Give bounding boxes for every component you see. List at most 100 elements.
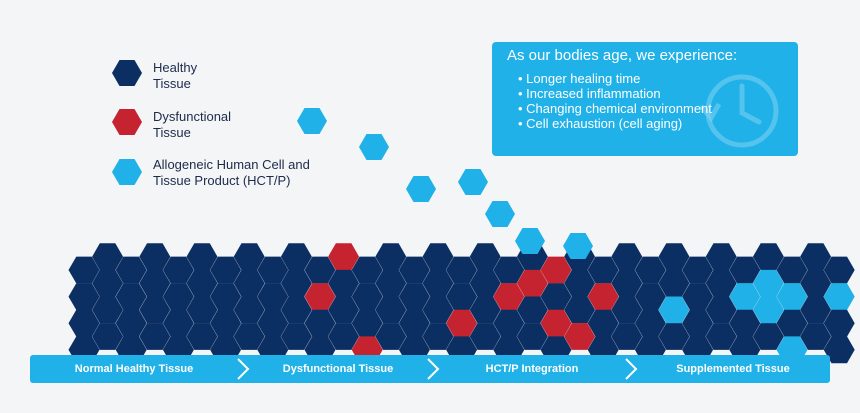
tissue-cell xyxy=(280,243,312,271)
tissue-cell xyxy=(634,256,666,284)
tissue-cell xyxy=(823,336,855,364)
tissue-cell xyxy=(280,323,312,350)
tissue-cell xyxy=(398,256,430,284)
tissue-cell xyxy=(162,309,194,337)
tissue-cell xyxy=(752,243,784,271)
tissue-cell xyxy=(800,269,832,297)
tissue-cell xyxy=(729,256,761,284)
tissue-cell xyxy=(422,243,454,271)
tissue-cell xyxy=(351,256,383,284)
tissue-cell xyxy=(68,283,100,310)
tissue-cell xyxy=(115,309,147,337)
legend-swatch-healthy xyxy=(112,60,142,86)
tissue-cell xyxy=(800,296,832,324)
tissue-cell xyxy=(776,283,808,310)
legend-swatch-dysfunctional xyxy=(112,109,142,135)
tissue-cell xyxy=(800,323,832,350)
tissue-cell xyxy=(634,309,666,337)
tissue-cell xyxy=(257,309,289,337)
callout-heading: As our bodies age, we experience: xyxy=(507,47,738,64)
tissue-cell xyxy=(304,283,336,310)
tissue-cell xyxy=(422,323,454,350)
floating-hctp-cell xyxy=(485,201,515,227)
tissue-cell xyxy=(611,296,643,324)
tissue-cell xyxy=(186,296,218,324)
tissue-cell xyxy=(776,256,808,284)
tissue-cell xyxy=(540,283,572,310)
tissue-cell xyxy=(115,256,147,284)
stage-label-supplemented: Supplemented Tissue xyxy=(676,363,790,375)
tissue-cell xyxy=(422,269,454,297)
tissue-cell xyxy=(398,283,430,310)
tissue-cell xyxy=(92,243,124,271)
tissue-cell xyxy=(540,309,572,337)
tissue-cell xyxy=(493,309,525,337)
tissue-cell xyxy=(139,323,171,350)
floating-hctp-cell xyxy=(563,233,593,259)
tissue-cell xyxy=(280,269,312,297)
stages-progress-bar: Normal Healthy Tissue Dysfunctional Tiss… xyxy=(30,355,830,383)
tissue-cell xyxy=(257,256,289,284)
tissue-cell xyxy=(398,309,430,337)
callout-list: Longer healing time Increased inflammati… xyxy=(518,71,712,131)
callout-item: Cell exhaustion (cell aging) xyxy=(518,116,712,131)
tissue-cell xyxy=(682,309,714,337)
tissue-cell xyxy=(328,243,360,271)
tissue-cell xyxy=(658,243,690,271)
legend-label-dysfunctional: Dysfunctional Tissue xyxy=(153,109,232,140)
tissue-cell xyxy=(729,309,761,337)
tissue-cell xyxy=(658,323,690,350)
tissue-cell xyxy=(233,323,265,350)
tissue-cell xyxy=(304,256,336,284)
tissue-cell xyxy=(587,283,619,310)
tissue-cell xyxy=(328,323,360,350)
tissue-cell xyxy=(139,296,171,324)
tissue-cell xyxy=(257,283,289,310)
tissue-cell xyxy=(493,256,525,284)
tissue-cell xyxy=(233,243,265,271)
tissue-cell xyxy=(68,309,100,337)
floating-hctp-cell xyxy=(515,228,545,254)
callout-item: Changing chemical environment xyxy=(518,101,712,116)
legend-label-healthy: Healthy Tissue xyxy=(153,60,198,91)
tissue-cell xyxy=(446,283,478,310)
tissue-cell xyxy=(92,269,124,297)
tissue-cell xyxy=(162,283,194,310)
floating-hctp-cells xyxy=(297,108,593,259)
tissue-cell xyxy=(446,309,478,337)
tissue-cell xyxy=(587,309,619,337)
tissue-cell xyxy=(752,296,784,324)
tissue-cell xyxy=(328,296,360,324)
tissue-cell xyxy=(611,269,643,297)
tissue-cell xyxy=(634,283,666,310)
tissue-cell xyxy=(705,296,737,324)
tissue-cell xyxy=(210,309,242,337)
floating-hctp-cell xyxy=(406,176,436,202)
tissue-cell xyxy=(800,243,832,271)
tissue-cell xyxy=(752,323,784,350)
tissue-cell xyxy=(351,283,383,310)
tissue-cell xyxy=(516,269,548,297)
tissue-cell xyxy=(658,269,690,297)
tissue-cell xyxy=(823,283,855,310)
tissue-cell xyxy=(587,256,619,284)
tissue-cell xyxy=(210,283,242,310)
stage-label-dysfunctional: Dysfunctional Tissue xyxy=(282,363,394,375)
tissue-cell xyxy=(705,243,737,271)
tissue-cell xyxy=(328,269,360,297)
tissue-cell xyxy=(516,323,548,350)
tissue-cell xyxy=(304,309,336,337)
tissue-cell xyxy=(92,323,124,350)
stage-label-integration: HCT/P Integration xyxy=(485,363,579,375)
tissue-cell xyxy=(516,296,548,324)
tissue-cell xyxy=(658,296,690,324)
tissue-cell xyxy=(139,243,171,271)
tissue-cell xyxy=(705,269,737,297)
tissue-cell xyxy=(729,283,761,310)
stages-bar-shape xyxy=(30,355,830,383)
tissue-cell xyxy=(682,256,714,284)
tissue-cell xyxy=(375,296,407,324)
tissue-cell xyxy=(564,296,596,324)
tissue-cell xyxy=(375,269,407,297)
